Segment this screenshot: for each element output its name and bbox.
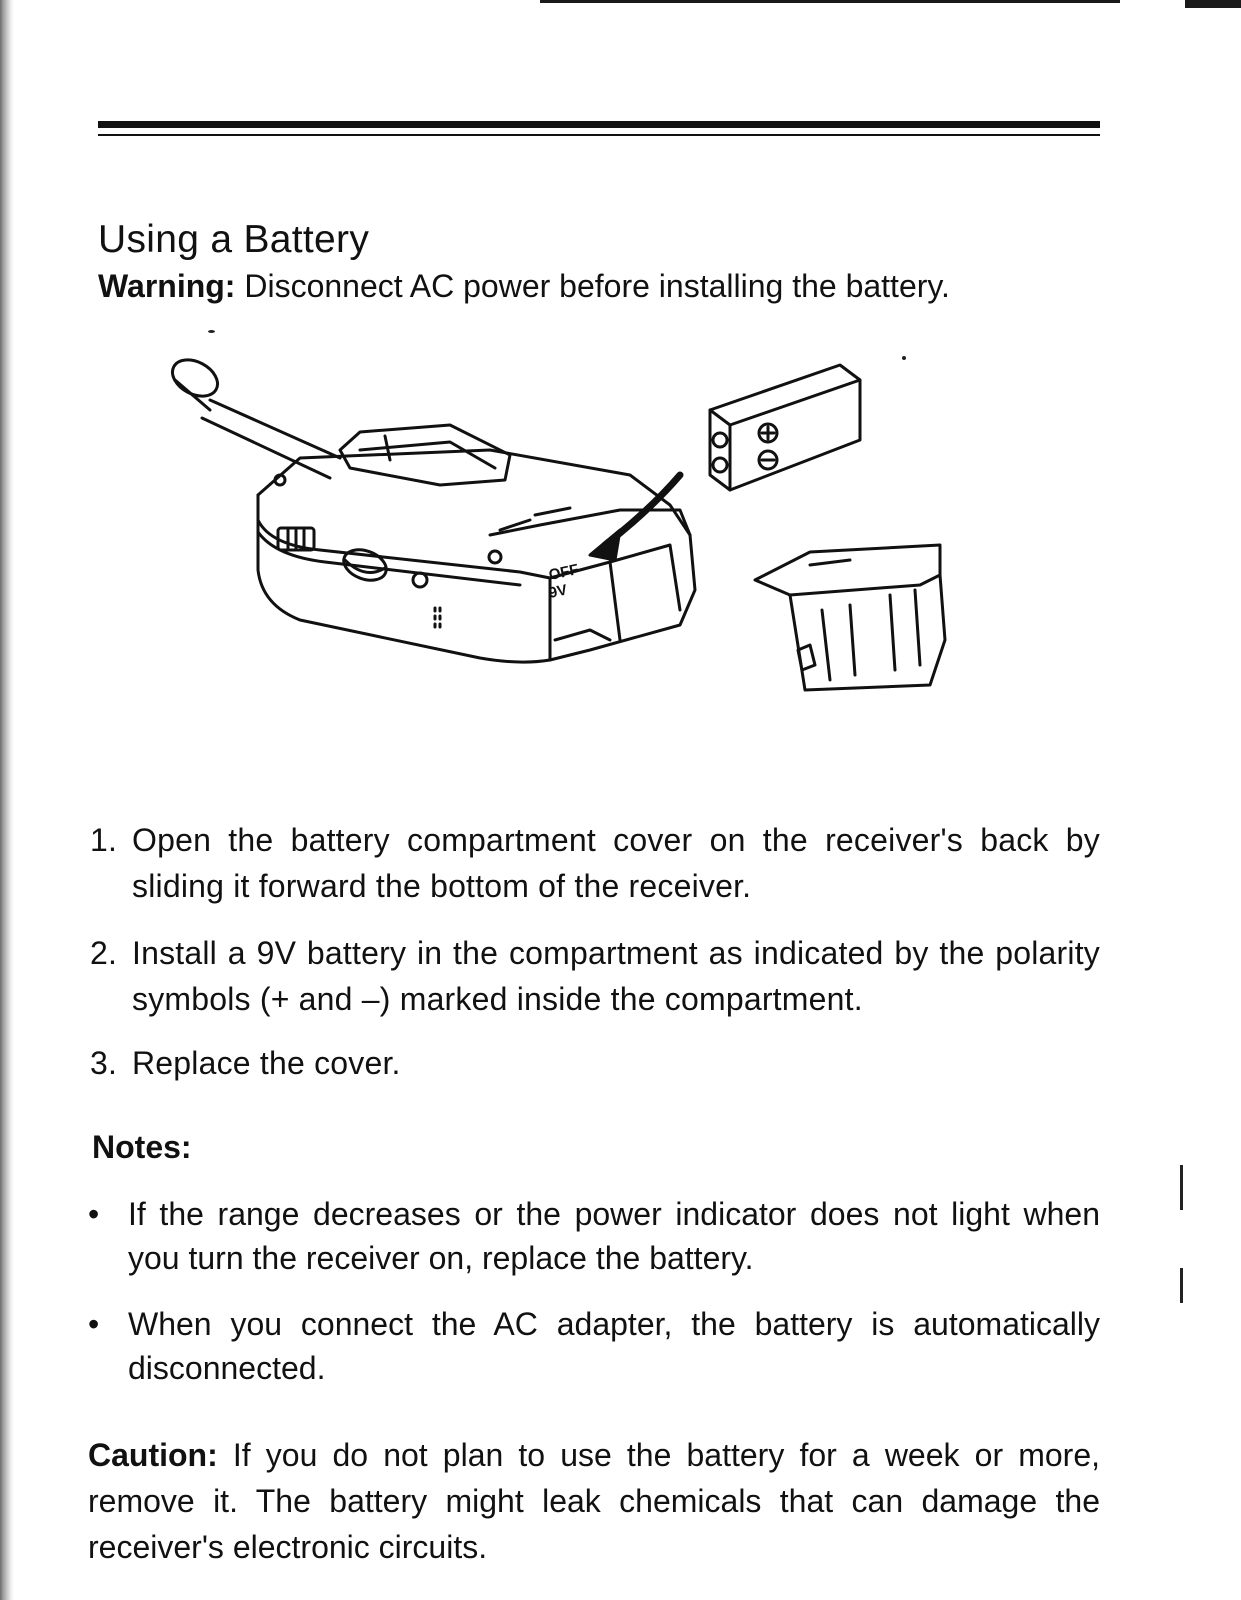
step-text: Replace the cover. (132, 1045, 401, 1081)
compartment-cover (753, 543, 947, 692)
margin-change-bar (1180, 1268, 1183, 1303)
top-scan-mark (1185, 0, 1241, 8)
caution-text: If you do not plan to use the battery fo… (88, 1437, 1101, 1565)
bullet-icon: • (88, 1196, 100, 1232)
compartment-label-off: OFF (547, 561, 580, 584)
compartment-label-9v: 9V (547, 581, 568, 601)
step-number: 1. (90, 822, 118, 858)
scan-edge-shadow (0, 0, 14, 1600)
note-item: • When you connect the AC adapter, the b… (88, 1302, 1100, 1390)
caution-label: Caution: (88, 1437, 218, 1473)
note-item: • If the range decreases or the power in… (88, 1192, 1100, 1280)
step-text: Open the battery compartment cover on th… (132, 822, 1100, 904)
receiver-body (256, 423, 692, 664)
step-number: 3. (90, 1045, 118, 1081)
warning-line: Warning: Disconnect AC power before inst… (98, 265, 950, 307)
note-text: If the range decreases or the power indi… (128, 1196, 1100, 1276)
notes-heading: Notes: (92, 1129, 192, 1165)
battery-installation-illustration: OFF 9V (171, 358, 947, 692)
step-number: 2. (90, 935, 118, 971)
scan-speck (208, 330, 215, 333)
top-scan-line (540, 0, 1120, 3)
step-item: 2. Install a 9V battery in the compartme… (90, 930, 1100, 1022)
antenna (171, 358, 342, 480)
step-text: Install a 9V battery in the compartment … (132, 935, 1100, 1017)
header-rule-thin (98, 134, 1100, 136)
warning-text: Disconnect AC power before installing th… (244, 268, 950, 304)
section-title: Using a Battery (98, 218, 370, 262)
step-item: 3. Replace the cover. (90, 1040, 1100, 1086)
insert-arrow (588, 471, 684, 562)
warning-label: Warning: (98, 268, 236, 304)
9v-battery (708, 363, 862, 492)
caution-paragraph: Caution: If you do not plan to use the b… (88, 1432, 1100, 1570)
scan-speck (902, 356, 906, 360)
header-rule-thick (98, 121, 1100, 128)
bullet-icon: • (88, 1306, 100, 1342)
step-item: 1. Open the battery compartment cover on… (90, 817, 1100, 909)
margin-change-bar (1180, 1165, 1183, 1210)
note-text: When you connect the AC adapter, the bat… (128, 1306, 1100, 1386)
battery-compartment (488, 506, 697, 662)
